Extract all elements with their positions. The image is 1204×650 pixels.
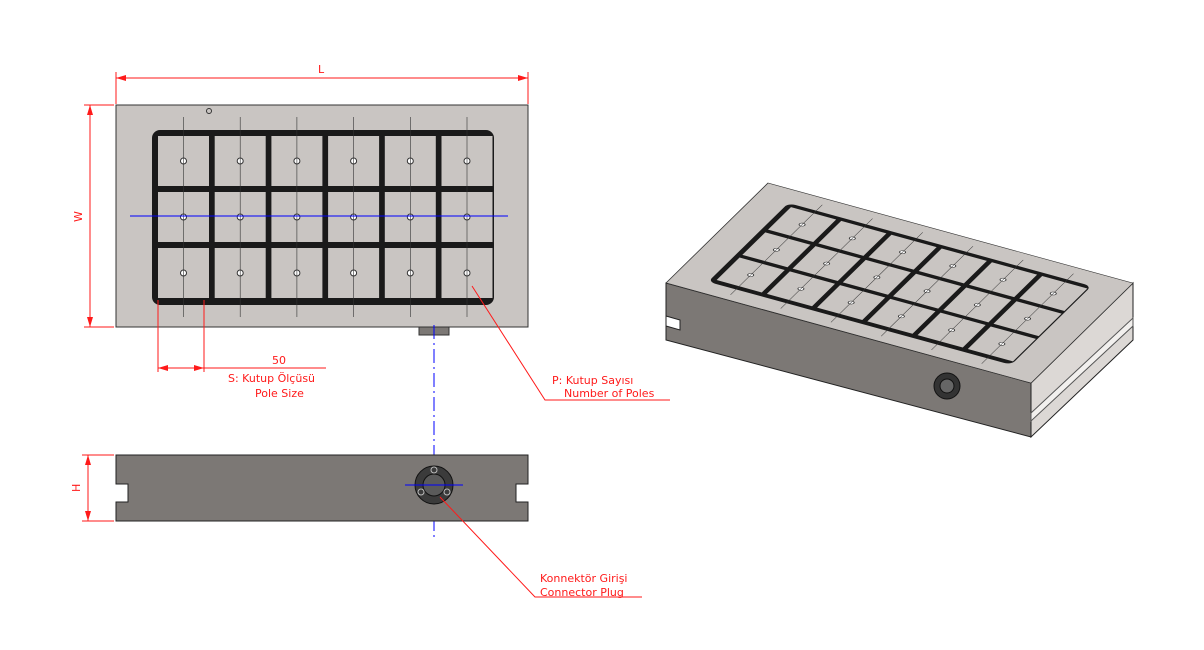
height-dimension: H (70, 454, 114, 522)
svg-text:50: 50 (272, 354, 286, 367)
svg-text:Konnektör Girişi: Konnektör Girişi (540, 572, 627, 585)
pole-count-callout: P: Kutup Sayısı Number of Poles (471, 285, 670, 401)
pole-size-dimension: 50 S: Kutup Ölçüsü Pole Size (157, 300, 326, 400)
svg-text:Pole Size: Pole Size (255, 387, 304, 400)
svg-text:L: L (318, 63, 325, 76)
top-view (115, 104, 529, 336)
svg-text:P: Kutup Sayısı: P: Kutup Sayısı (552, 374, 633, 387)
svg-text:Connector Plug: Connector Plug (540, 586, 624, 599)
connector-callout: Konnektör Girişi Connector Plug (439, 496, 642, 599)
svg-text:S: Kutup Ölçüsü: S: Kutup Ölçüsü (228, 372, 315, 385)
length-dimension: L (115, 63, 529, 104)
isometric-view (665, 182, 1134, 439)
svg-text:H: H (70, 484, 83, 492)
svg-text:Number of Poles: Number of Poles (564, 387, 655, 400)
side-view (115, 454, 529, 522)
width-dimension: W (72, 104, 114, 328)
svg-text:W: W (72, 211, 85, 222)
